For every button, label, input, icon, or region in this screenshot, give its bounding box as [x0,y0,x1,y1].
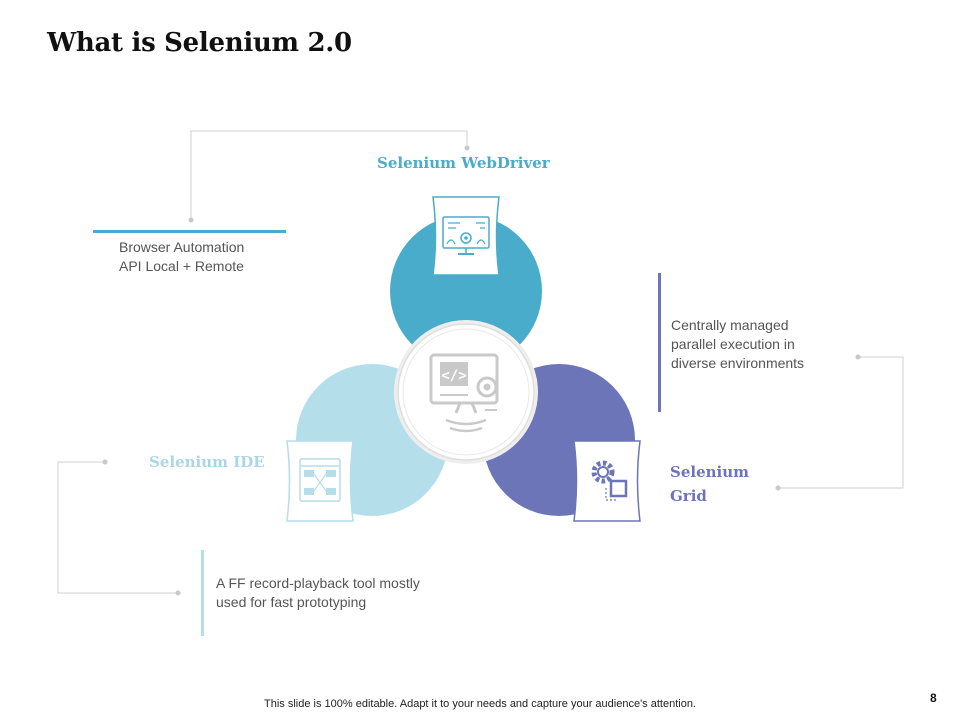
grid-accent-bar [658,273,661,412]
connector-dot [188,217,194,223]
ide-label: Selenium IDE [149,453,265,471]
monitor-gear-icon [442,216,490,255]
webdriver-label: Selenium WebDriver [377,154,550,172]
webdriver-accent-bar [93,230,286,233]
svg-text:</>: </> [441,368,466,384]
page-number: 8 [930,691,937,705]
grid-label: Selenium Grid [670,460,749,508]
connector-dot [464,145,470,151]
grid-description: Centrally managed parallel execution in … [671,316,804,373]
page-title: What is Selenium 2.0 [47,28,352,58]
description-line: API Local + Remote [119,258,244,274]
description-line: diverse environments [671,355,805,371]
connector-dot [855,354,861,360]
description-line: Browser Automation [119,239,245,255]
connector-dot [102,459,108,465]
connector-webdriver [190,130,468,220]
footer-note: This slide is 100% editable. Adapt it to… [264,698,696,710]
connector-grid [778,356,904,489]
grid-icon-box [573,440,641,522]
ide-description: A FF record-playback tool mostly used fo… [216,574,420,612]
connector-ide [57,461,178,594]
webdriver-petal [390,215,542,367]
grid-label-line: Grid [670,487,707,505]
connector-dot [175,590,181,596]
ide-accent-bar [201,550,204,636]
ide-icon-box [286,440,354,522]
grid-label-line: Selenium [670,463,749,481]
description-line: A FF record-playback tool mostly [216,575,420,591]
connectors [57,130,904,594]
description-line: Centrally managed [671,317,789,333]
description-line: used for fast prototyping [216,594,367,610]
center-circle [397,323,535,461]
computer-code-gear-icon: </> [429,353,499,433]
webdriver-icon-box [432,196,500,276]
description-line: parallel execution in [671,336,795,352]
flowchart-icon [299,458,341,502]
webdriver-description: Browser Automation API Local + Remote [119,238,244,276]
connector-dot [775,485,781,491]
gears-icon [591,460,628,501]
